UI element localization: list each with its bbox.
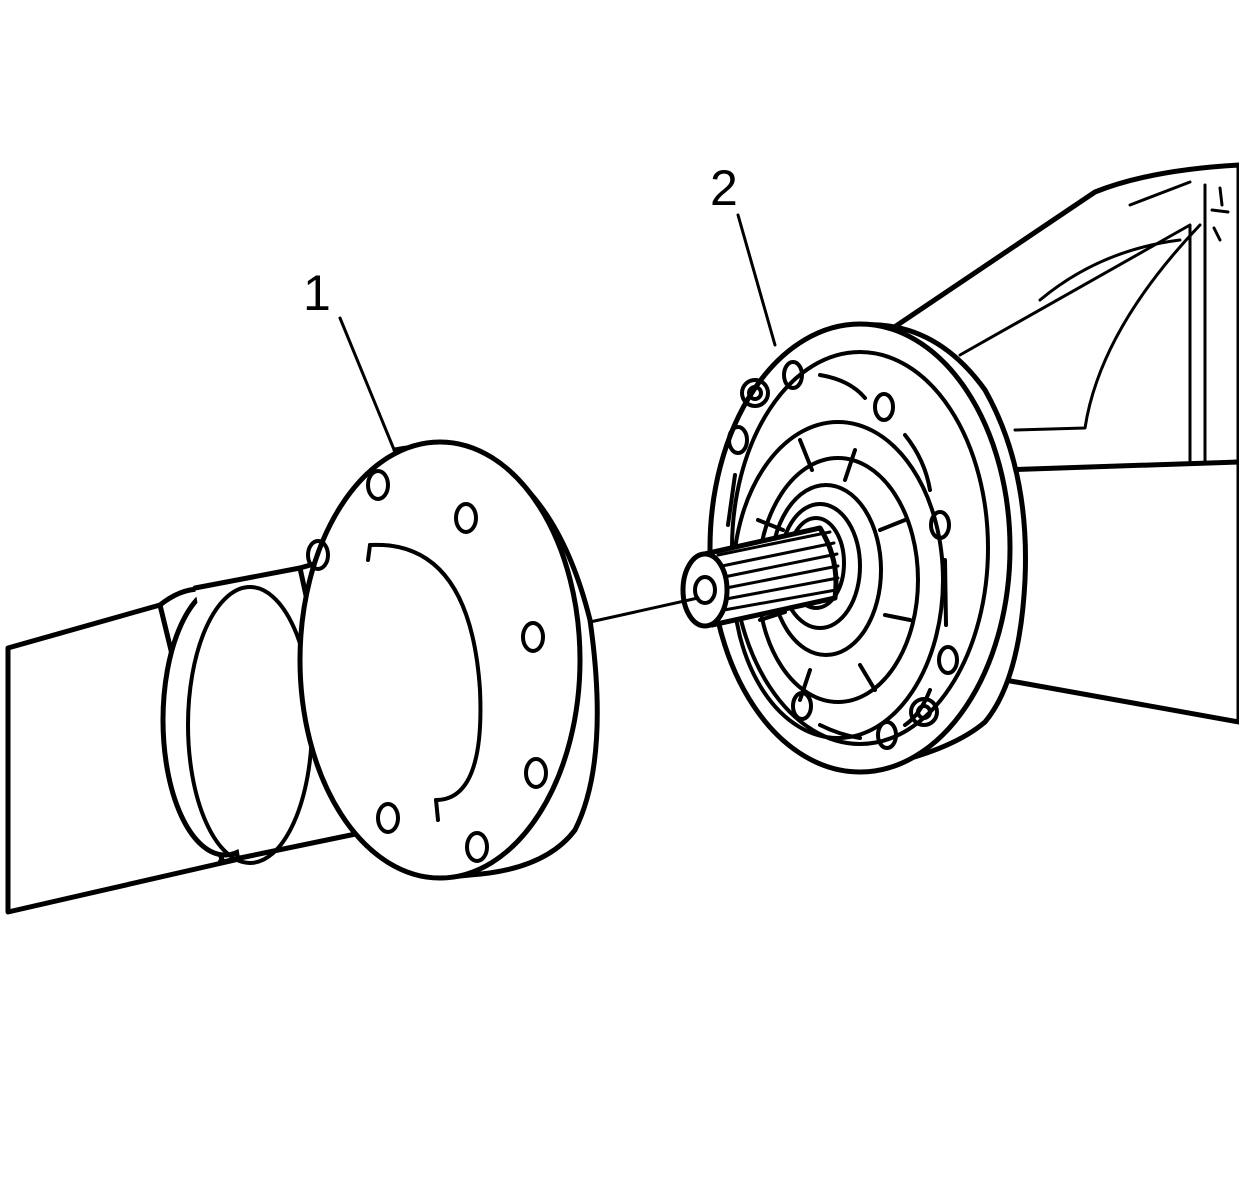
callout-label-1: 1	[303, 265, 331, 321]
hub-ribs	[756, 438, 912, 702]
callout-1: 1	[303, 265, 397, 454]
spline-grooves	[716, 530, 840, 612]
splined-pinion-shaft	[680, 525, 840, 629]
alignment-centerline	[588, 596, 700, 624]
callout-label-2: 2	[710, 160, 738, 216]
pinion-flange	[707, 321, 1028, 775]
propeller-flange-bolt-holes	[306, 469, 548, 863]
callout-2: 2	[710, 160, 777, 347]
flange-slots	[726, 373, 948, 740]
propeller-shaft-flange	[297, 439, 600, 881]
